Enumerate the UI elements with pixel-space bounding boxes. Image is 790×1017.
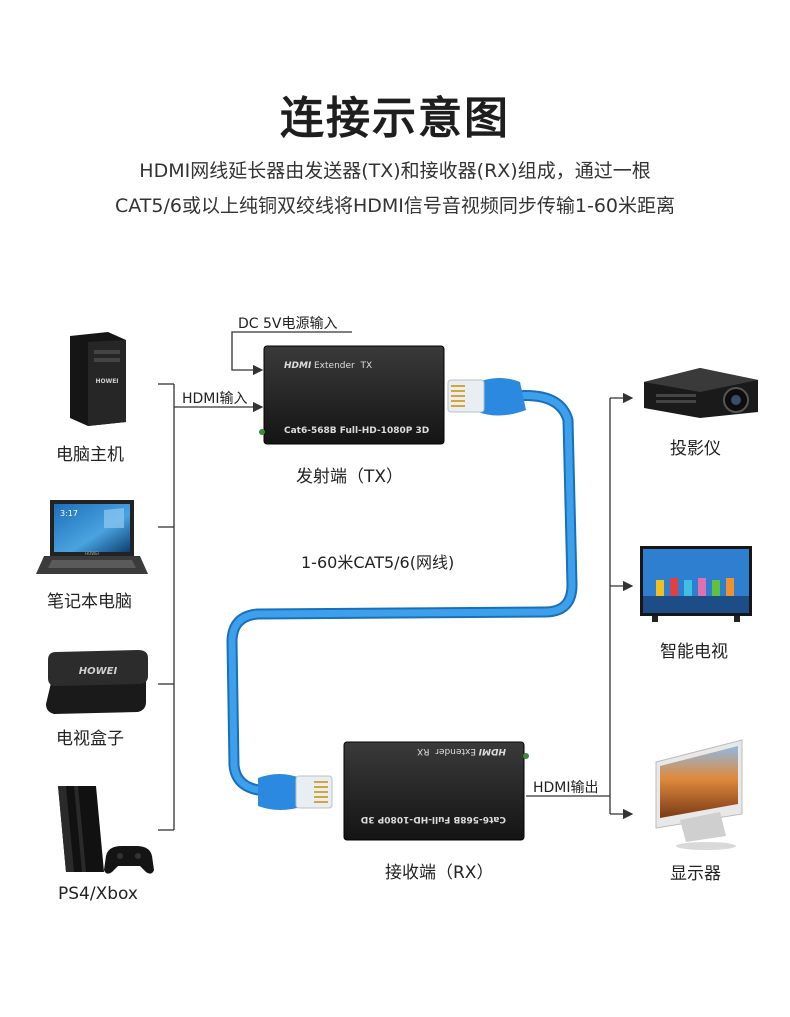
page-title: 连接示意图 [280, 93, 510, 144]
output-label-monitor: 显示器 [670, 864, 721, 884]
tx-box-brand: HDMI [284, 361, 312, 371]
pc-logo: HOWEI [95, 378, 118, 385]
output-label-tv: 智能电视 [660, 642, 728, 662]
receiver-caption: 接收端（RX） [385, 863, 494, 883]
source-label-laptop: 笔记本电脑 [47, 592, 132, 612]
rx-box-brand: HDMI [478, 746, 506, 756]
monitor-icon [655, 739, 743, 850]
hdmi-output-label: HDMI输出 [533, 780, 599, 796]
output-bracket [526, 392, 634, 820]
source-label-console: PS4/Xbox [58, 884, 138, 904]
laptop-logo: HOWEI [85, 551, 99, 556]
laptop-clock: 3:17 [60, 509, 78, 518]
power-input-label: DC 5V电源输入 [238, 316, 338, 332]
laptop-icon: 3:17 HOWEI [36, 500, 148, 574]
cable-label: 1-60米CAT5/6(网线) [301, 553, 455, 572]
projector-icon [644, 368, 758, 418]
source-label-tvbox: 电视盒子 [56, 729, 124, 749]
source-label-pc: 电脑主机 [56, 445, 124, 465]
tv-box-icon: HOWEI [46, 650, 148, 714]
receiver-box: Cat6-568B Full-HD-1080P 3D HDMI Extender… [343, 741, 529, 841]
transmitter-box: HDMI Extender TX Cat6-568B Full-HD-1080P… [259, 345, 445, 445]
rj45-connector-top [447, 378, 526, 416]
smart-tv-icon [640, 546, 752, 622]
power-line [231, 331, 352, 376]
desktop-pc-icon: HOWEI [70, 332, 126, 426]
network-cable [226, 390, 578, 797]
rx-box-spec: Cat6-568B Full-HD-1080P 3D [361, 814, 506, 824]
hdmi-input-label: HDMI输入 [182, 391, 248, 407]
transmitter-caption: 发射端（TX） [296, 467, 404, 487]
tx-box-title: Extender TX [314, 361, 372, 371]
tx-box-spec: Cat6-568B Full-HD-1080P 3D [284, 426, 429, 436]
tvbox-logo: HOWEI [79, 666, 118, 677]
subtitle-line-1: HDMI网线延长器由发送器(TX)和接收器(RX)组成，通过一根 [139, 160, 651, 182]
game-console-icon [58, 786, 154, 874]
subtitle-line-2: CAT5/6或以上纯铜双绞线将HDMI信号音视频同步传输1-60米距离 [114, 195, 675, 217]
output-label-projector: 投影仪 [670, 439, 721, 459]
source-bracket [158, 383, 264, 831]
rj45-connector-bottom [258, 774, 333, 810]
rx-box-title: Extender RX [417, 746, 476, 756]
